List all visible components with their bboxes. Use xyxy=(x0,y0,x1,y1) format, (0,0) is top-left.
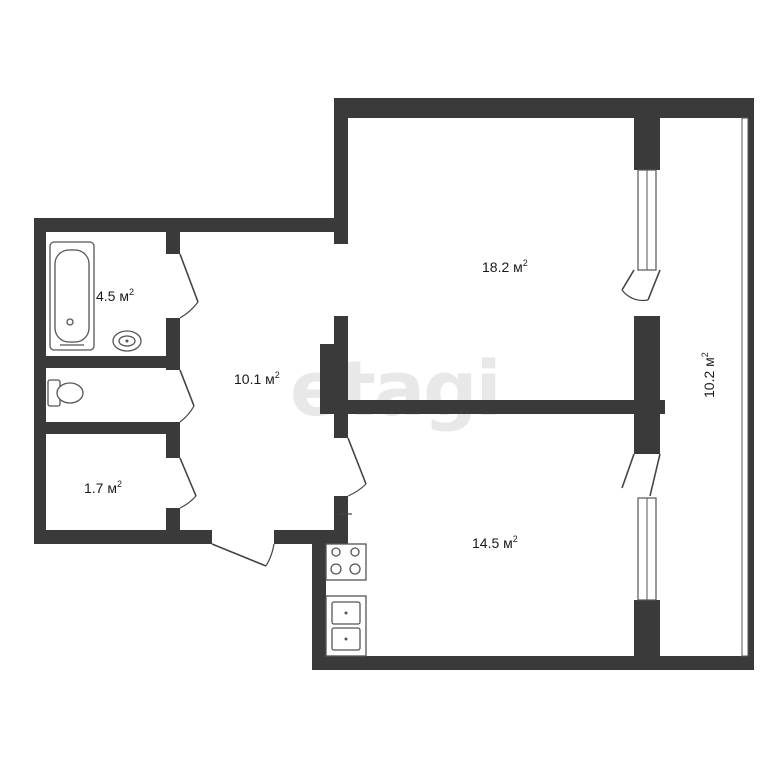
wall-wet-partition-4 xyxy=(166,508,180,530)
door-entrance xyxy=(211,543,267,567)
sink-icon xyxy=(112,330,142,352)
area-label-room-kitchen: 14.5 м2 xyxy=(472,534,518,551)
door-wc xyxy=(179,369,195,407)
wall-left-block-bottom xyxy=(34,530,212,544)
doors xyxy=(179,253,661,567)
kitchen-sink-icon xyxy=(325,595,367,657)
door-room-kitchen xyxy=(347,437,367,485)
wall-loggia-3 xyxy=(634,600,660,656)
wall-wet-partition-1 xyxy=(166,232,180,254)
wall-top xyxy=(334,98,754,118)
toilet-icon xyxy=(47,379,84,407)
wall-loggia-1 xyxy=(634,118,660,170)
wall-left-block-top xyxy=(34,218,348,232)
area-label-loggia: 10.2 м2 xyxy=(700,352,717,398)
wall-main-left-upper xyxy=(334,98,348,244)
wall-loggia-2 xyxy=(634,316,660,454)
windows xyxy=(637,169,657,601)
area-label-storage: 1.7 м2 xyxy=(84,479,122,496)
wall-bottom xyxy=(312,656,754,670)
wall-left-outer xyxy=(34,218,46,544)
wall-hall-bottom-right xyxy=(274,530,340,544)
wall-wc-storage xyxy=(46,422,180,434)
door-storage xyxy=(179,457,197,497)
bathtub-icon xyxy=(49,241,95,351)
wall-column xyxy=(320,344,348,404)
area-label-room-large: 18.2 м2 xyxy=(482,258,528,275)
wall-hall-kitchen-lower xyxy=(334,496,348,544)
wall-kitchen-left xyxy=(312,530,326,670)
wall-rooms-divider xyxy=(320,400,665,414)
wall-bath-wc xyxy=(46,356,180,368)
wall-loggia-right xyxy=(748,98,754,670)
loggia-glazing xyxy=(741,117,749,657)
door-balcony-1b xyxy=(647,269,661,301)
door-bathroom xyxy=(179,253,199,303)
area-label-hallway: 10.1 м2 xyxy=(234,370,280,387)
wall-hall-kitchen-upper xyxy=(334,414,348,438)
walls xyxy=(34,98,754,670)
area-label-bathroom: 4.5 м2 xyxy=(96,287,134,304)
door-balcony-2b xyxy=(649,453,661,497)
stove-icon xyxy=(325,543,367,581)
door-balcony-1a xyxy=(621,269,635,291)
door-balcony-2a xyxy=(621,453,635,489)
